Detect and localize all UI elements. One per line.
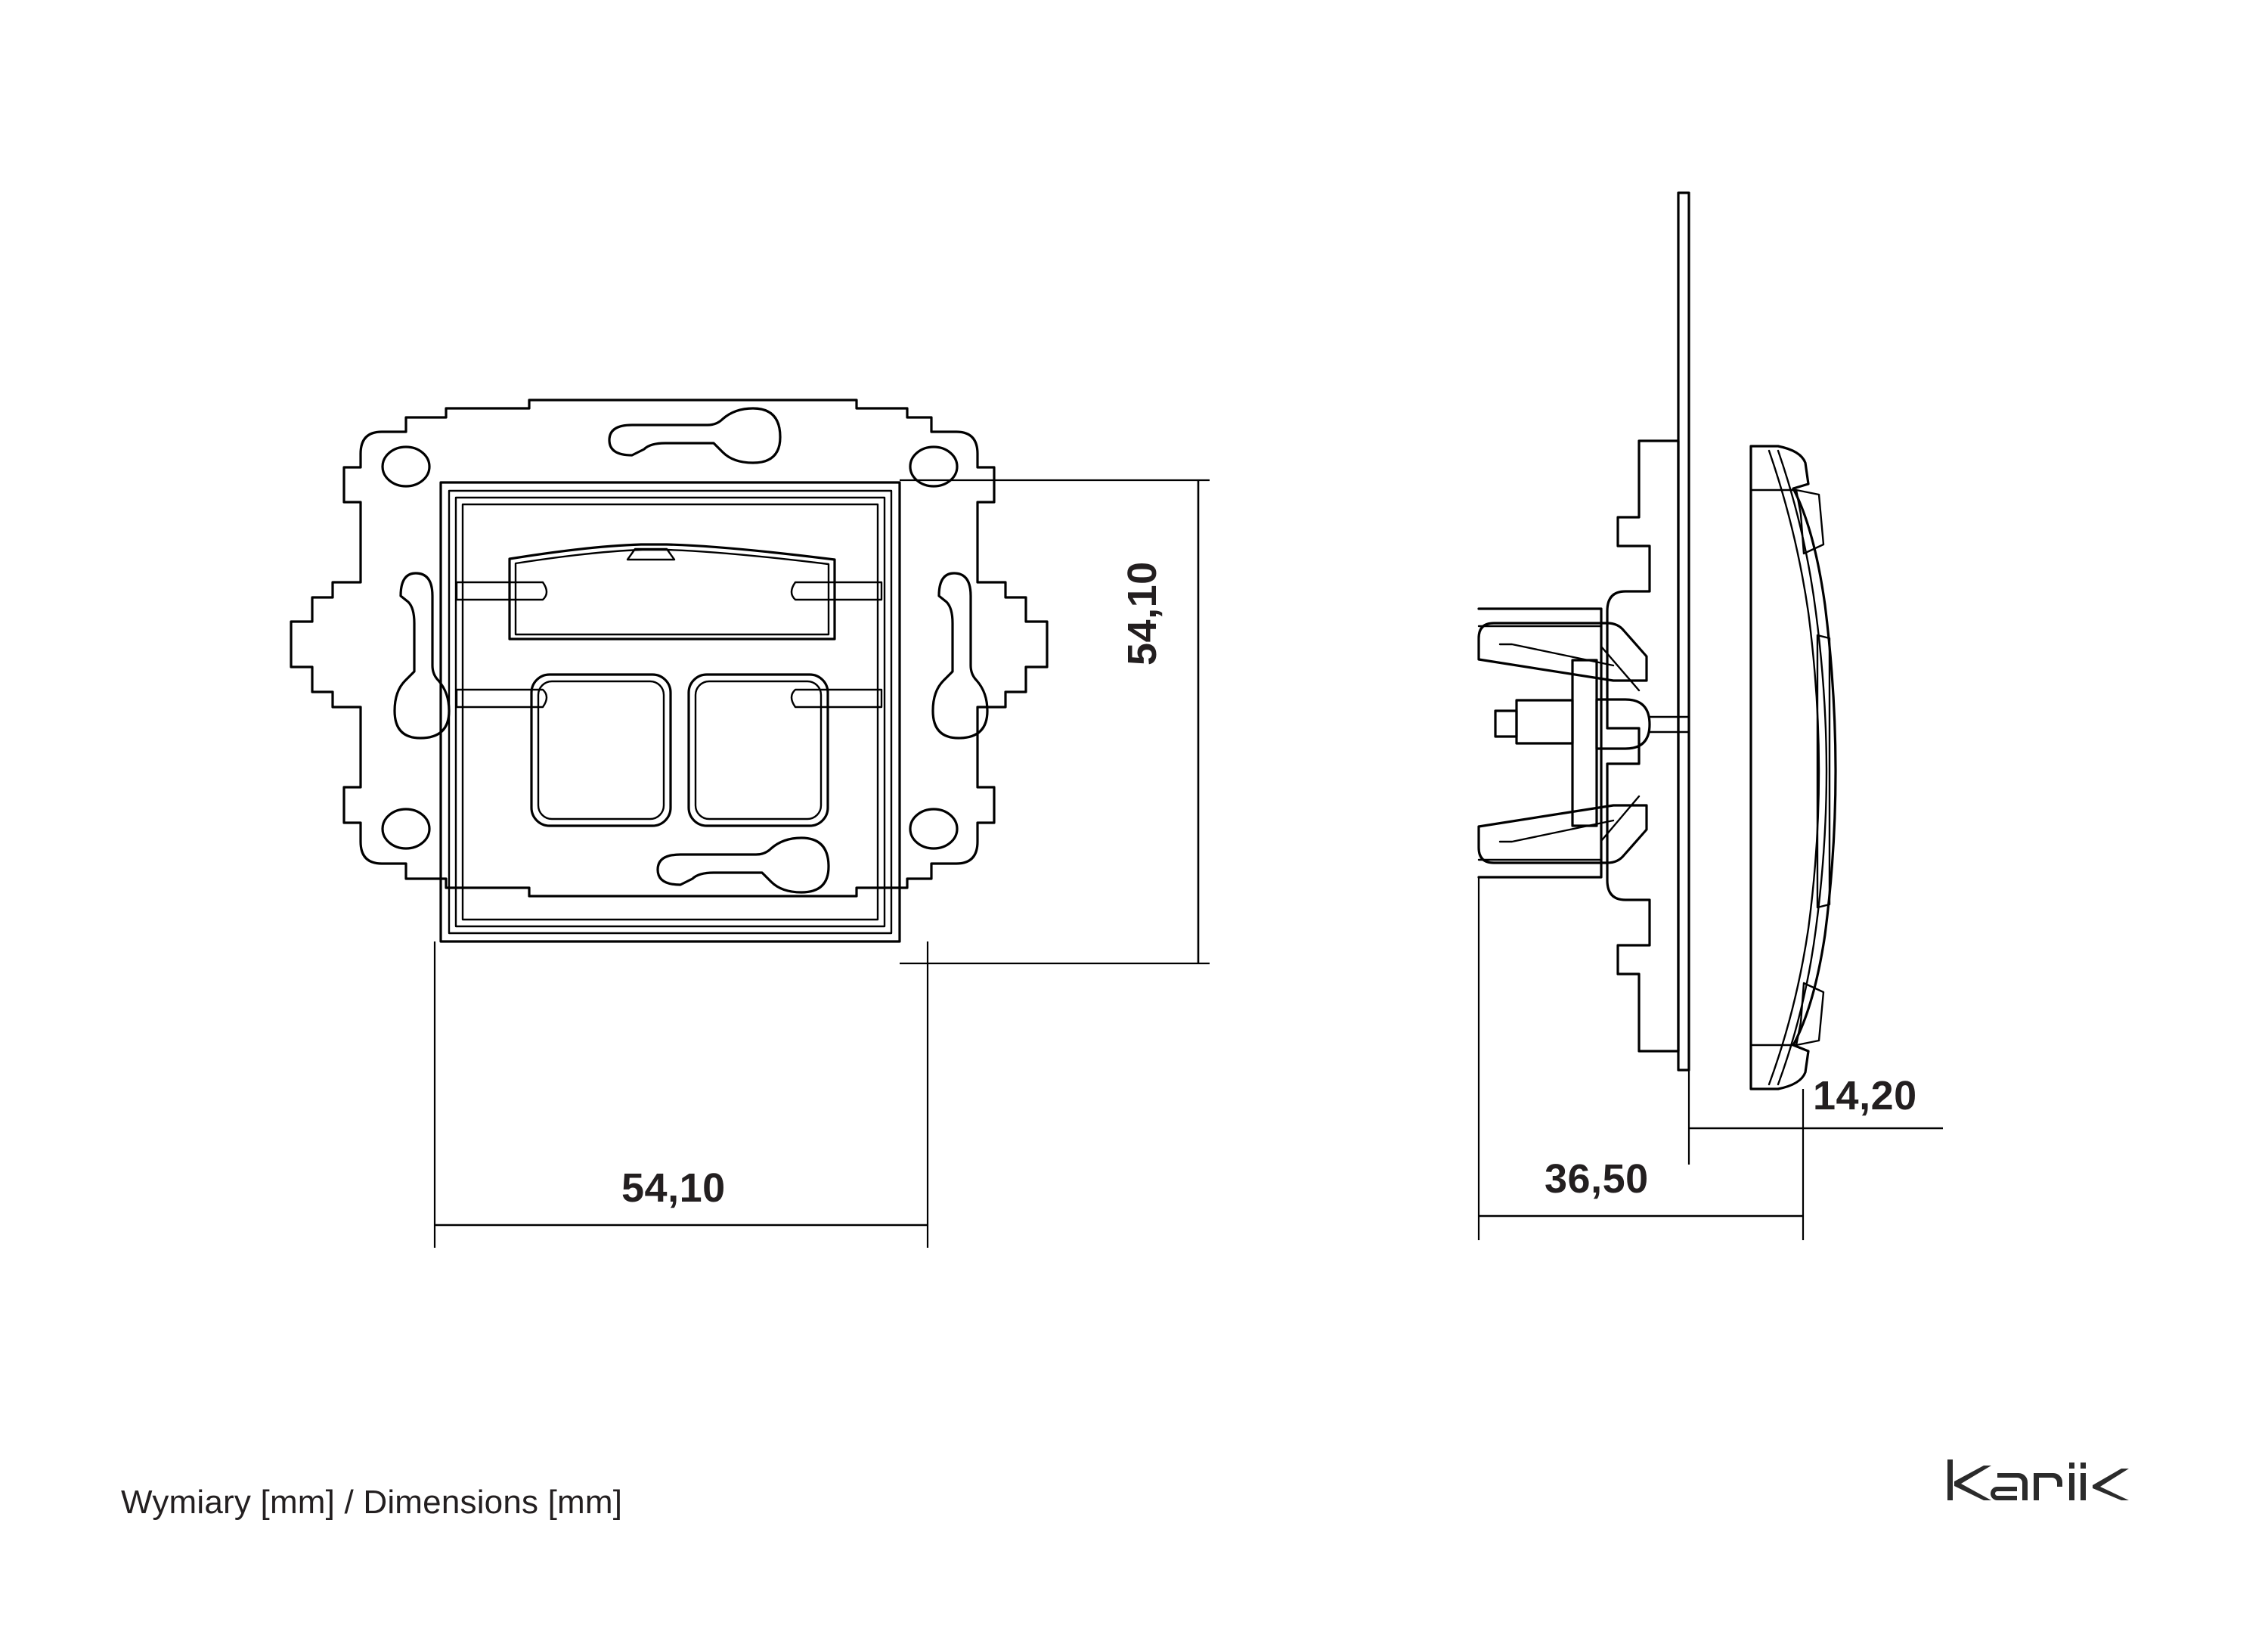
claw-tab-right-lower xyxy=(790,688,883,709)
dimension-label-front-height: 54,10 xyxy=(1120,561,1165,665)
front-cover-curved xyxy=(1749,445,1837,1090)
mounting-claw-lower xyxy=(1477,804,1648,864)
screw-hole-top-left xyxy=(381,445,431,488)
side-view xyxy=(1477,191,1837,1090)
yoke-plate xyxy=(1677,191,1690,1072)
brand-logo-wordmark-icon xyxy=(1947,1459,2129,1500)
front-view-dimensions xyxy=(433,479,1210,1248)
screw-hole-bottom-left xyxy=(381,808,431,850)
mounting-yoke xyxy=(290,399,1049,898)
rear-moulding xyxy=(1606,439,1680,1053)
side-view-dimensions xyxy=(1477,877,1943,1240)
front-view xyxy=(290,399,1049,943)
mounting-claw-upper xyxy=(1477,622,1648,682)
screw-hole-bottom-right xyxy=(909,808,959,850)
dimension-label-side-front-depth: 14,20 xyxy=(1813,1073,1917,1118)
claw-tab-right-upper xyxy=(790,581,883,601)
units-caption: Wymiary [mm] / Dimensions [mm] xyxy=(121,1484,623,1521)
keyhole-slot-right xyxy=(931,572,989,740)
port-opening-right xyxy=(687,673,829,827)
port-opening-left xyxy=(530,673,672,827)
keyhole-slot-bottom xyxy=(656,836,830,894)
claw-tab-left-lower xyxy=(455,688,548,709)
front-plate xyxy=(439,481,901,943)
label-lift-tab xyxy=(626,547,676,561)
dimension-label-side-body-depth: 36,50 xyxy=(1545,1156,1649,1202)
claw-screw xyxy=(1494,659,1690,827)
keyhole-slot-top xyxy=(608,407,782,464)
screw-hole-top-right xyxy=(909,445,959,488)
label-window xyxy=(508,543,836,641)
claw-tab-left-upper xyxy=(455,581,548,601)
brand-logo xyxy=(1944,1458,2133,1511)
dimension-label-front-width: 54,10 xyxy=(621,1165,726,1211)
